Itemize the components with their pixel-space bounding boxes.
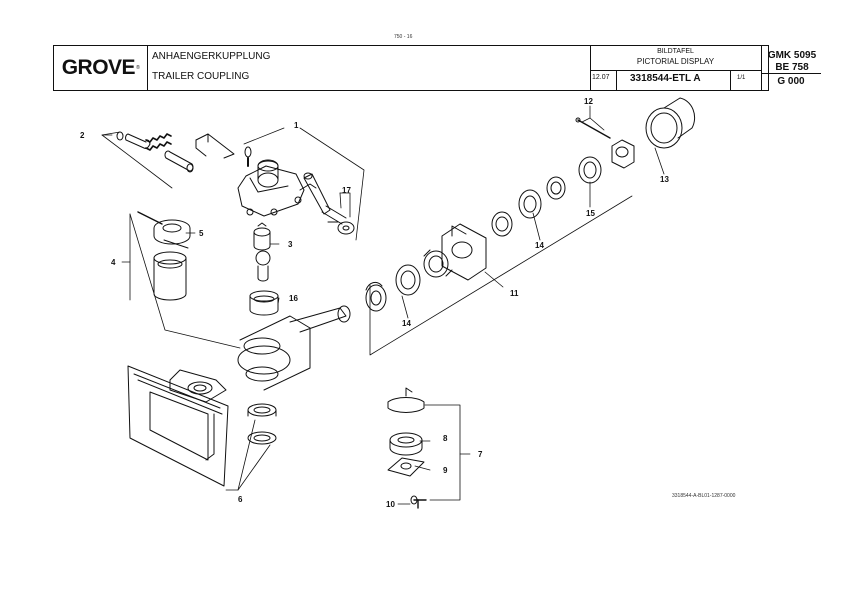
display-german: BILDTAFEL <box>657 48 694 55</box>
grove-logo: GROVE® <box>54 46 148 90</box>
divider <box>616 70 617 90</box>
callout-12: 12 <box>584 97 593 106</box>
part-housing-bracket <box>127 305 351 487</box>
brand-name: GROVE <box>61 56 136 79</box>
issue-date: 12.07 <box>592 74 610 81</box>
group-code: G 000 <box>777 76 805 87</box>
callout-13: 13 <box>660 175 669 184</box>
model-name: GMK 5095 <box>767 50 817 61</box>
callout-10: 10 <box>386 500 395 509</box>
drawing-number: 3318544-ETL A <box>630 73 701 84</box>
callout-5: 5 <box>199 229 204 238</box>
callout-14-right: 14 <box>535 241 544 250</box>
callout-labels: 2 1 17 3 5 4 16 6 7 8 9 10 11 12 13 14 1… <box>80 97 669 509</box>
brand-mark: ® <box>136 65 140 71</box>
display-cell: BILDTAFEL PICTORIAL DISPLAY 12.07 331854… <box>590 46 762 90</box>
part-nut-and-bolt <box>575 117 635 169</box>
divider <box>590 70 761 71</box>
callout-1: 1 <box>294 121 299 130</box>
part-shaft-assembly <box>365 156 602 312</box>
model-variant: BE 758 <box>775 62 809 73</box>
callout-6: 6 <box>238 495 243 504</box>
callout-4: 4 <box>111 258 116 267</box>
part-stud <box>253 222 271 282</box>
title-english: TRAILER COUPLING <box>152 71 250 82</box>
callout-11: 11 <box>510 289 519 298</box>
divider <box>730 70 731 90</box>
callout-16: 16 <box>289 294 298 303</box>
title-cell: ANHAENGERKUPPLUNG TRAILER COUPLING <box>147 46 591 90</box>
part-cap <box>645 97 696 149</box>
part-bushing <box>249 290 279 316</box>
part-clamp-ring <box>137 211 191 249</box>
part-pin-assembly <box>116 131 194 173</box>
page-number: 750 - 16 <box>394 34 413 40</box>
sheet-number: 1/1 <box>737 75 746 81</box>
part-coupling-head <box>195 133 355 235</box>
part-clamp-set <box>387 387 427 509</box>
callout-8: 8 <box>443 434 448 443</box>
callout-2: 2 <box>80 131 85 140</box>
callout-3: 3 <box>288 240 293 249</box>
part-sleeve <box>153 251 187 301</box>
title-block: GROVE® ANHAENGERKUPPLUNG TRAILER COUPLIN… <box>53 45 821 91</box>
leader-lines <box>101 105 665 505</box>
document-reference: 3318544-A-BL01-1287-0000 <box>672 493 736 499</box>
callout-17: 17 <box>342 186 351 195</box>
display-english: PICTORIAL DISPLAY <box>636 57 715 66</box>
callout-15: 15 <box>586 209 595 218</box>
title-german: ANHAENGERKUPPLUNG <box>152 51 271 62</box>
callout-14-left: 14 <box>402 319 411 328</box>
divider <box>761 73 821 74</box>
model-cell: GMK 5095 BE 758 G 000 <box>761 46 823 90</box>
callout-9: 9 <box>443 466 448 475</box>
callout-7: 7 <box>478 450 483 459</box>
